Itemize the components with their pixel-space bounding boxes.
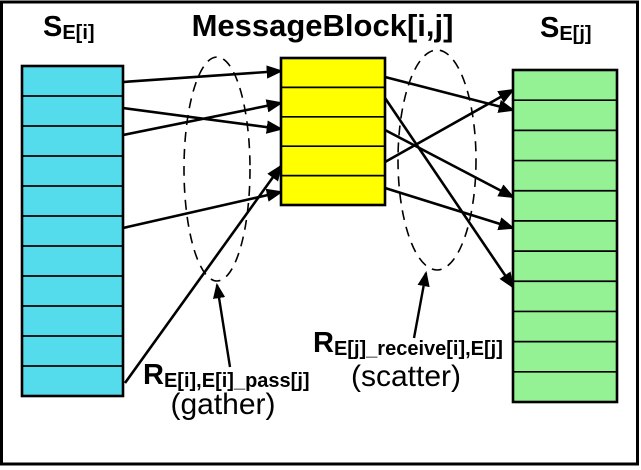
gather-arrow — [122, 188, 284, 230]
scatter-arrow — [384, 128, 516, 199]
scatter-caption: (scatter) — [350, 360, 461, 393]
source-array-block — [20, 64, 125, 398]
scatter-arrow — [384, 75, 516, 113]
gather-arrow — [122, 65, 284, 84]
gather-pointer-arrow — [213, 282, 232, 368]
scatter-ellipse — [397, 49, 477, 271]
left-header-main: S — [43, 11, 63, 43]
dest-array-block — [511, 68, 619, 404]
scatter-label-symbol: R — [313, 327, 334, 359]
gather-ellipse — [183, 56, 251, 282]
gather-label-symbol: R — [143, 359, 164, 391]
right-array-header: SE[j] — [540, 12, 592, 45]
gather-label-subscript: E[i],E[i]_pass[j] — [163, 370, 310, 392]
scatter-operation-label: RE[j]_receive[i],E[j] — [313, 327, 503, 360]
scatter-arrow — [384, 186, 516, 231]
message-block-header: MessageBlock[i,j] — [191, 8, 454, 43]
scatter-pointer-arrow — [412, 270, 430, 339]
left-array-header: SE[i] — [43, 11, 95, 44]
scatter-arrow — [384, 88, 516, 164]
right-header-subscript: E[j] — [559, 23, 592, 45]
right-header-main: S — [540, 12, 560, 44]
gather-arrow — [122, 99, 284, 137]
message-block — [279, 56, 387, 207]
gather-operation-label: RE[i],E[i]_pass[j] — [143, 359, 310, 392]
gather-caption: (gather) — [170, 388, 276, 421]
scatter-arrow — [383, 97, 515, 289]
gather-arrow — [123, 164, 283, 384]
left-header-subscript: E[i] — [62, 22, 95, 44]
scatter-label-subscript: E[j]_receive[i],E[j] — [333, 338, 503, 360]
